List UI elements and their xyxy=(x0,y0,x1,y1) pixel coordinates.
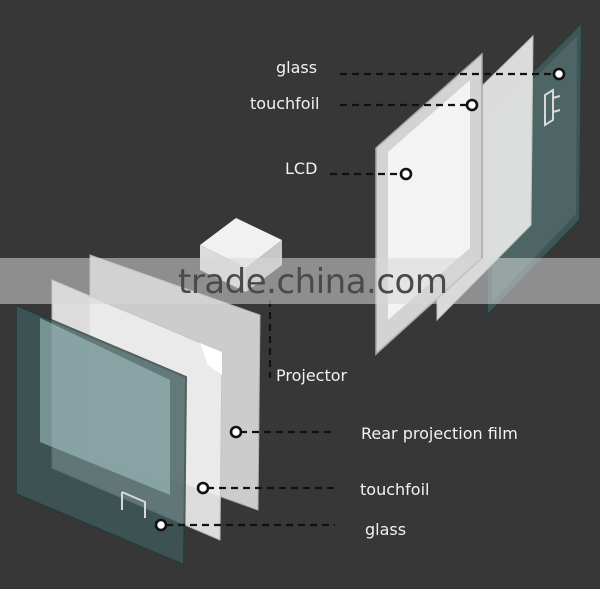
marker-bottom-glass xyxy=(154,518,168,532)
projector-body-top xyxy=(200,218,282,268)
bottom-mount-bracket xyxy=(121,491,146,518)
label-top-glass: glass xyxy=(276,58,318,77)
watermark-band xyxy=(0,258,600,304)
label-lcd: LCD xyxy=(285,159,318,178)
label-bottom-touchfoil: touchfoil xyxy=(360,480,430,499)
marker-top-touchfoil xyxy=(465,98,479,112)
bottom-glass-window xyxy=(40,318,170,495)
mount-bracket xyxy=(544,88,561,127)
label-bottom-glass: glass xyxy=(365,520,407,539)
watermark-text: trade.china.com xyxy=(178,262,448,302)
marker-bottom-touchfoil xyxy=(196,481,210,495)
marker-rear-projection-film xyxy=(229,425,243,439)
bottom-touchfoil-curl xyxy=(200,343,222,375)
label-projector: Projector xyxy=(276,366,348,385)
marker-top-glass xyxy=(552,67,566,81)
marker-lcd xyxy=(399,167,413,181)
label-top-touchfoil: touchfoil xyxy=(250,94,320,113)
label-rear-projection-film: Rear projection film xyxy=(361,424,518,443)
